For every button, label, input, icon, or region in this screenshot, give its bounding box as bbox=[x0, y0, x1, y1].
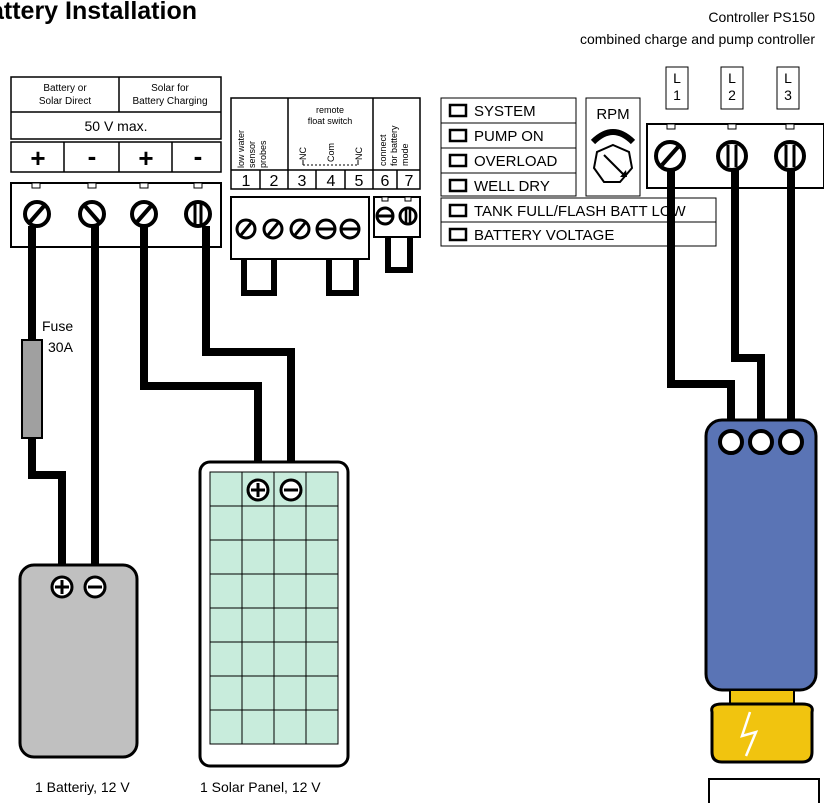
solar-cell bbox=[209, 607, 243, 643]
led-well-dry: WELL DRY bbox=[474, 178, 550, 195]
solar-panel-caption: 1 Solar Panel, 12 V bbox=[200, 779, 321, 795]
motor-screws bbox=[654, 140, 806, 172]
motor-terminal-labels bbox=[665, 66, 800, 110]
led-system: SYSTEM bbox=[474, 103, 536, 120]
solar-cell bbox=[305, 539, 339, 575]
terminal-l2-number: 2 bbox=[728, 87, 736, 103]
solar-cell bbox=[305, 675, 339, 711]
label-battery-mode-1: connect bbox=[378, 134, 388, 166]
led-icons bbox=[448, 103, 468, 242]
terminal-l2-letter: L bbox=[728, 70, 736, 86]
solar-cell bbox=[305, 607, 339, 643]
terminal-number-2: 2 bbox=[270, 173, 279, 190]
terminal-number-5: 5 bbox=[355, 173, 364, 190]
solar-cell bbox=[209, 539, 243, 575]
solar-cell bbox=[209, 709, 243, 745]
led-battery-voltage: BATTERY VOLTAGE bbox=[474, 227, 614, 244]
terminal-l3-number: 3 bbox=[784, 87, 792, 103]
solar-cell bbox=[305, 641, 339, 677]
label-battery-mode-3: mode bbox=[400, 143, 410, 166]
label-battery-or-solar-direct-2: Solar Direct bbox=[39, 96, 91, 107]
solar-cell bbox=[305, 505, 339, 541]
battery-terminals bbox=[50, 575, 107, 599]
label-solar-for-charging-2: Battery Charging bbox=[132, 96, 207, 107]
led-pump-on: PUMP ON bbox=[474, 128, 544, 145]
label-low-water-3: probes bbox=[258, 140, 268, 168]
fuse-label: Fuse bbox=[42, 318, 73, 334]
solar-cell bbox=[273, 709, 307, 745]
power-screw-4 bbox=[184, 200, 212, 228]
solar-cell bbox=[241, 607, 275, 643]
label-solar-for-charging: Solar for bbox=[151, 83, 189, 94]
polarity-plus-2: + bbox=[138, 143, 153, 173]
polarity-plus-1: + bbox=[30, 143, 45, 173]
solar-cell bbox=[305, 471, 339, 507]
solar-cell bbox=[241, 539, 275, 575]
polarity-minus-2: - bbox=[194, 141, 203, 171]
terminal-number-1: 1 bbox=[242, 173, 251, 190]
page-title: attery Installation bbox=[0, 0, 197, 25]
solar-cell bbox=[273, 607, 307, 643]
sensor-terminal-block bbox=[230, 97, 421, 190]
solar-cell bbox=[273, 505, 307, 541]
sensor-screws bbox=[235, 206, 418, 240]
power-screw-1 bbox=[23, 200, 51, 228]
pump-label-box bbox=[708, 778, 820, 803]
pump-motor bbox=[704, 418, 818, 764]
led-overload: OVERLOAD bbox=[474, 153, 558, 170]
solar-cell bbox=[273, 641, 307, 677]
terminal-l1-number: 1 bbox=[673, 87, 681, 103]
terminal-number-3: 3 bbox=[298, 173, 307, 190]
solar-cell bbox=[209, 573, 243, 609]
solar-cell bbox=[241, 641, 275, 677]
terminal-number-6: 6 bbox=[381, 173, 390, 190]
rpm-knob bbox=[585, 97, 641, 197]
terminal-number-7: 7 bbox=[405, 173, 414, 190]
solar-cell bbox=[209, 641, 243, 677]
battery bbox=[18, 563, 139, 759]
label-battery-or-solar-direct: Battery or bbox=[43, 83, 87, 94]
power-screw-2 bbox=[78, 200, 106, 228]
solar-cell bbox=[209, 505, 243, 541]
terminal-l3-letter: L bbox=[784, 70, 792, 86]
terminal-number-4: 4 bbox=[327, 173, 336, 190]
solar-panel bbox=[198, 460, 350, 768]
solar-cell bbox=[241, 709, 275, 745]
label-low-water-2: sensor bbox=[247, 141, 257, 168]
solar-cell bbox=[209, 471, 243, 507]
max-voltage-label: 50 V max. bbox=[84, 118, 147, 134]
solar-cell bbox=[305, 709, 339, 745]
label-low-water-1: low water bbox=[236, 130, 246, 168]
sensor-jumpers bbox=[241, 237, 413, 296]
wires bbox=[28, 170, 795, 585]
fuse-rating: 30A bbox=[48, 339, 74, 355]
contact-nc-1: NC bbox=[298, 147, 308, 160]
terminal-l1-letter: L bbox=[673, 70, 681, 86]
solar-cell bbox=[209, 675, 243, 711]
solar-cell bbox=[273, 539, 307, 575]
fuse bbox=[21, 339, 43, 439]
solar-cell bbox=[241, 505, 275, 541]
contact-nc-2: NC bbox=[354, 147, 364, 160]
contact-com: Com bbox=[326, 143, 336, 162]
rpm-label: RPM bbox=[596, 106, 629, 123]
solar-cell bbox=[241, 573, 275, 609]
controller-description: combined charge and pump controller bbox=[580, 31, 815, 47]
solar-cell bbox=[273, 573, 307, 609]
solar-cell bbox=[241, 675, 275, 711]
label-remote-float-2: float switch bbox=[308, 116, 353, 126]
led-tank-full: TANK FULL/FLASH BATT LOW bbox=[474, 203, 687, 220]
solar-cell bbox=[273, 675, 307, 711]
label-remote-float-1: remote bbox=[316, 105, 344, 115]
controller-model: Controller PS150 bbox=[708, 9, 815, 25]
polarity-minus-1: - bbox=[88, 141, 97, 171]
power-screw-3 bbox=[130, 200, 158, 228]
battery-caption: 1 Batteriy, 12 V bbox=[35, 779, 130, 795]
solar-cell bbox=[305, 573, 339, 609]
label-battery-mode-2: for battery bbox=[389, 125, 399, 166]
